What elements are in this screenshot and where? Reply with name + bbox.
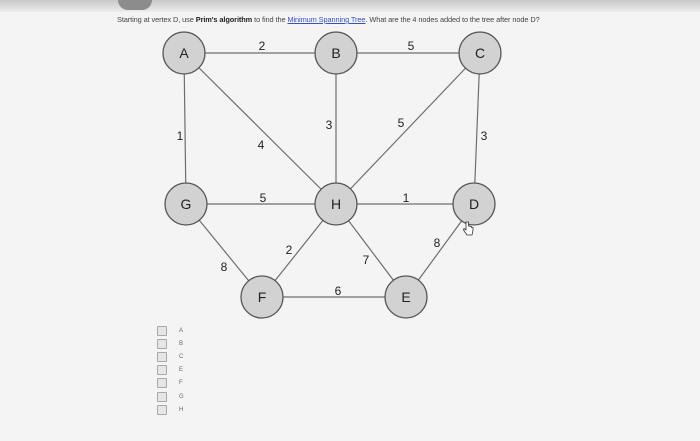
node-label: D: [469, 196, 479, 212]
node-label: F: [258, 289, 267, 305]
question-link[interactable]: Minimum Spanning Tree: [287, 15, 366, 24]
node-circle: [458, 31, 502, 75]
edge-weight-g-f: 8: [221, 260, 228, 274]
edge-weight-c-h: 5: [398, 116, 405, 130]
option-label: H: [179, 406, 184, 413]
option-checkbox[interactable]: [157, 325, 167, 336]
option-label: F: [179, 380, 183, 387]
edge-a-h: [183, 52, 337, 205]
option-a[interactable]: A: [157, 324, 217, 337]
node-e: E: [384, 275, 428, 319]
option-label: C: [179, 353, 184, 360]
edge-weight-b-h: 3: [326, 118, 333, 132]
node-a: A: [162, 31, 206, 75]
node-g: G: [164, 182, 208, 226]
node-label: G: [181, 196, 192, 212]
option-checkbox[interactable]: [157, 404, 167, 415]
edge-c-d: [473, 52, 481, 205]
edge-weight-g-h: 5: [260, 191, 267, 205]
node-b: B: [314, 31, 358, 75]
node-f: F: [240, 275, 284, 319]
option-checkbox[interactable]: [157, 351, 167, 362]
option-checkbox[interactable]: [157, 365, 167, 376]
edge-a-g: [183, 52, 187, 205]
option-g[interactable]: G: [157, 390, 217, 403]
edge-weight-h-f: 2: [286, 243, 293, 257]
edge-weight-d-e: 8: [434, 236, 441, 250]
edge-weight-f-e: 6: [335, 284, 342, 298]
question-part: Starting at vertex D, use: [117, 15, 196, 24]
edge-weight-a-b: 2: [259, 39, 266, 53]
node-label: B: [331, 45, 340, 61]
option-checkbox[interactable]: [157, 378, 167, 389]
node-circle: [240, 275, 284, 319]
option-checkbox[interactable]: [157, 338, 167, 349]
node-h: H: [314, 182, 358, 226]
edge-weight-c-d: 3: [481, 129, 488, 143]
node-label: A: [179, 45, 189, 61]
node-circle: [314, 182, 358, 226]
edge-c-h: [335, 52, 481, 205]
option-h[interactable]: H: [157, 403, 217, 416]
edge-weight-h-d: 1: [403, 191, 410, 205]
node-circle: [164, 182, 208, 226]
node-circle: [314, 31, 358, 75]
top-bar: [0, 0, 700, 12]
top-tab: [118, 0, 152, 10]
node-circle: [384, 275, 428, 319]
option-label: B: [179, 340, 184, 347]
hand-cursor-icon: [463, 221, 474, 236]
node-circle: [452, 182, 496, 226]
option-label: A: [179, 327, 184, 334]
node-label: C: [475, 45, 485, 61]
edge-weight-a-g: 1: [177, 129, 184, 143]
question-part: . What are the 4 nodes added to the tree…: [365, 15, 540, 24]
node-c: C: [458, 31, 502, 75]
node-circle: [162, 31, 206, 75]
option-f[interactable]: F: [157, 377, 217, 390]
edge-weight-h-e: 7: [363, 253, 370, 267]
node-d: D: [452, 182, 496, 226]
question-algorithm: Prim's algorithm: [195, 15, 253, 24]
edge-weight-b-c: 5: [408, 39, 415, 53]
option-checkbox[interactable]: [157, 391, 167, 402]
option-b[interactable]: B: [157, 337, 217, 350]
question-part: to find the: [252, 15, 288, 24]
option-e[interactable]: E: [157, 364, 217, 377]
node-label: E: [401, 289, 410, 305]
question-text: Starting at vertex D, use Prim's algorit…: [117, 15, 687, 25]
option-label: E: [179, 367, 184, 374]
option-label: G: [179, 393, 184, 400]
option-c[interactable]: C: [157, 350, 217, 363]
edge-weight-a-h: 4: [258, 138, 265, 152]
node-label: H: [331, 196, 341, 212]
